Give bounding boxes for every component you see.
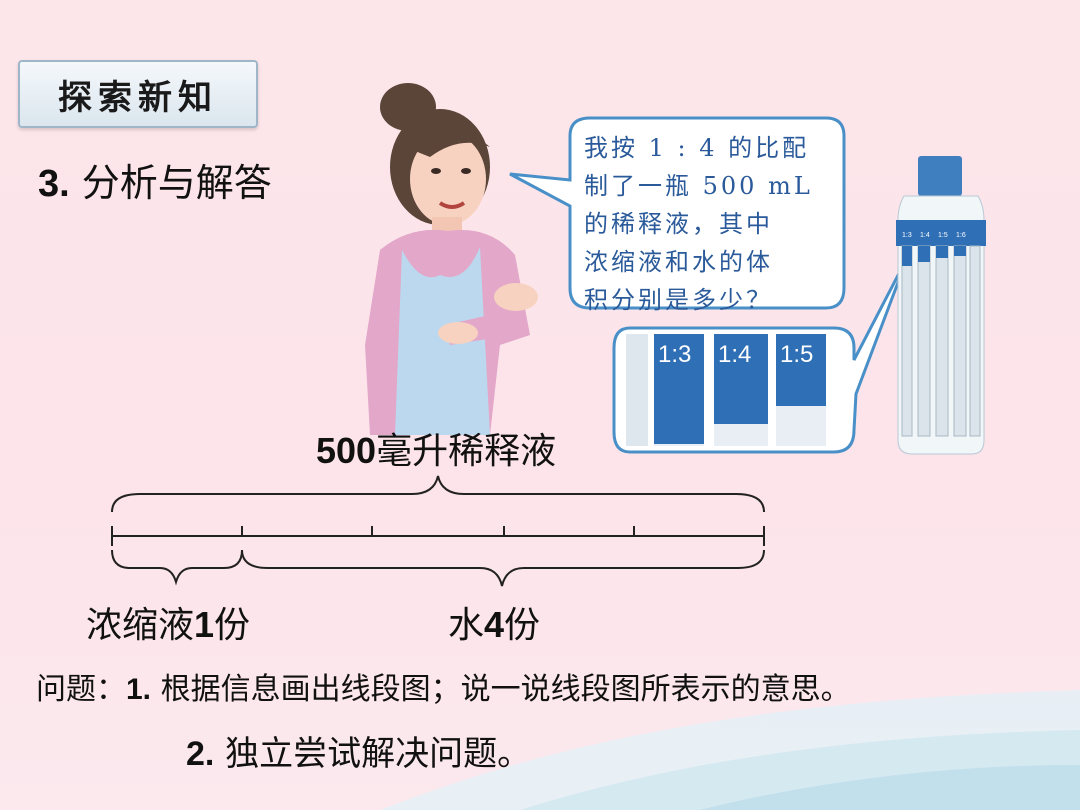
speech-line: 积分别是多少？: [584, 286, 773, 314]
speech-line: 我按 1 : 4 的比配: [584, 134, 810, 162]
page-heading: 3. 分析与解答: [38, 152, 272, 207]
water-unit: 份: [504, 605, 541, 646]
concentrate-number: 1: [194, 604, 215, 645]
heading-number: 3.: [38, 163, 70, 205]
concentrate-label: 浓缩液1份: [86, 596, 250, 648]
question-1: 问题：1. 根据信息画出线段图；说一说线段图所表示的意思。: [36, 664, 851, 708]
question-2-number: 2.: [186, 735, 215, 773]
speech-line: 浓缩液和水的体: [584, 248, 773, 276]
speech-text: 我按 1 : 4 的比配 制了一瓶 500 mL 的稀释液，其中 浓缩液和水的体…: [584, 129, 834, 319]
bottle-illustration: 1:3 1:4 1:5 1:6: [896, 156, 986, 455]
question-1-number: 1.: [126, 673, 152, 706]
woman-illustration: [365, 83, 538, 435]
total-number: 500: [316, 430, 377, 471]
total-text: 毫升稀释液: [376, 431, 557, 472]
heading-text: 分析与解答: [81, 161, 272, 205]
concentrate-unit: 份: [214, 605, 251, 646]
tube-label: 1:5: [780, 341, 813, 368]
speech-line: 的稀释液，其中: [584, 210, 773, 238]
speech-line: 制了一瓶 500 mL: [584, 172, 813, 200]
concentrate-text: 浓缩液: [86, 605, 195, 646]
tube-zoom-callout: 1:3 1:4 1:5: [612, 255, 910, 454]
question-2: 2. 独立尝试解决问题。: [186, 726, 531, 775]
speech-bubble: [509, 116, 846, 310]
water-number: 4: [484, 604, 505, 645]
question-2-text: 独立尝试解决问题。: [214, 734, 532, 774]
bottle-label: 1:4: [920, 232, 930, 239]
total-label: 500毫升稀释液: [316, 422, 556, 474]
question-prefix: 问题：: [36, 672, 126, 707]
bottle-label: 1:3: [902, 232, 912, 239]
question-1-text: 根据信息画出线段图；说一说线段图所表示的意思。: [151, 672, 851, 707]
water-label: 水4份: [448, 596, 540, 648]
tube-label: 1:4: [718, 341, 751, 368]
tube-label: 1:3: [658, 341, 691, 368]
water-text: 水: [448, 605, 485, 646]
section-tag: 探索新知: [18, 60, 258, 128]
bottle-label: 1:6: [956, 232, 966, 239]
bottle-label: 1:5: [938, 232, 948, 239]
segment-diagram: [111, 475, 765, 587]
